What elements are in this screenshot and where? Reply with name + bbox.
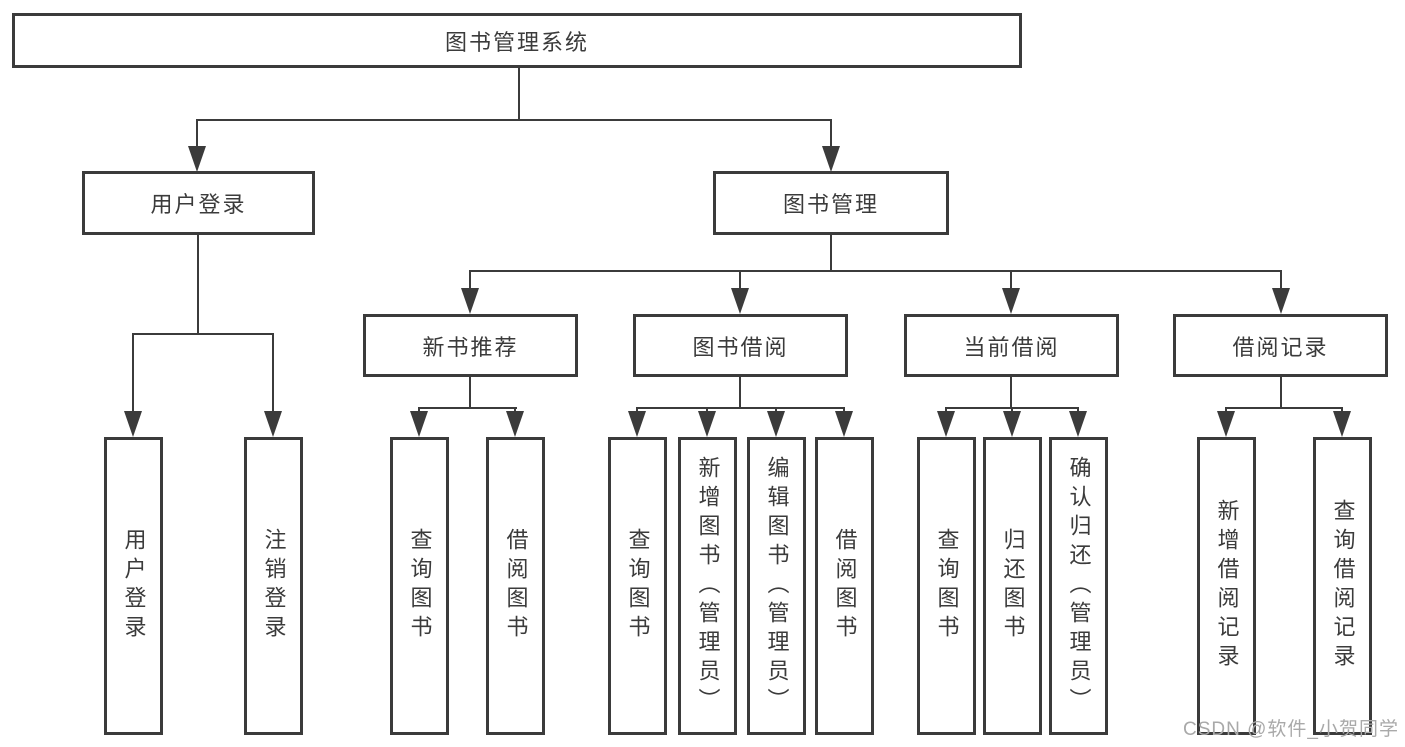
node-query-books-b: 查询图书: [608, 437, 667, 735]
edge-v: [830, 119, 832, 148]
node-user-login-leaf: 用户登录: [104, 437, 163, 735]
edge-h: [418, 407, 517, 409]
edge-h: [1225, 407, 1343, 409]
node-label: 查询借阅记录: [1330, 499, 1356, 673]
arrow-down-icon: [835, 411, 853, 437]
node-label: 注销登录: [261, 528, 287, 644]
node-label: 查询图书: [407, 528, 433, 644]
node-label: 借阅记录: [1232, 334, 1329, 360]
arrow-down-icon: [628, 411, 646, 437]
edge-h: [196, 119, 832, 121]
edge-v: [132, 333, 134, 413]
node-label: 图书管理系统: [444, 29, 589, 55]
node-label: 编辑图书（管理员）: [764, 455, 790, 717]
node-borrowing-records: 借阅记录: [1173, 314, 1388, 377]
edge-h: [469, 270, 1282, 272]
csdn-watermark: CSDN @软件_小贺同学: [1183, 719, 1399, 740]
node-return-books: 归还图书: [983, 437, 1042, 735]
edge-v: [1010, 270, 1012, 291]
node-library-system: 图书管理系统: [12, 13, 1022, 68]
edge-v: [272, 333, 274, 413]
edge-v: [197, 235, 199, 335]
arrow-down-icon: [1003, 411, 1021, 437]
arrow-down-icon: [1333, 411, 1351, 437]
node-book-borrowing: 图书借阅: [633, 314, 848, 377]
node-label: 新书推荐: [422, 334, 519, 360]
node-label: 查询图书: [625, 528, 651, 644]
arrow-down-icon: [264, 411, 282, 437]
arrow-down-icon: [822, 146, 840, 172]
edge-v: [739, 377, 741, 409]
arrow-down-icon: [1272, 288, 1290, 314]
arrow-down-icon: [410, 411, 428, 437]
node-label: 用户登录: [150, 192, 247, 217]
node-borrow-books-b: 借阅图书: [815, 437, 874, 735]
node-add-book-admin: 新增图书（管理员）: [678, 437, 737, 735]
node-user-login: 用户登录: [82, 171, 315, 235]
node-label: 图书管理: [782, 192, 879, 217]
edge-v: [469, 377, 471, 409]
edge-v: [1280, 270, 1282, 291]
node-label: 新增借阅记录: [1214, 499, 1240, 673]
arrow-down-icon: [698, 411, 716, 437]
edge-v: [196, 119, 198, 148]
node-book-management: 图书管理: [713, 171, 949, 235]
node-label: 用户登录: [121, 528, 147, 644]
node-borrow-books-a: 借阅图书: [486, 437, 545, 735]
node-label: 当前借阅: [963, 334, 1060, 360]
arrow-down-icon: [506, 411, 524, 437]
node-edit-book-admin: 编辑图书（管理员）: [747, 437, 806, 735]
arrow-down-icon: [937, 411, 955, 437]
node-confirm-return-admin: 确认归还（管理员）: [1049, 437, 1108, 735]
edge-v: [739, 270, 741, 291]
edge-h: [636, 407, 845, 409]
arrow-down-icon: [124, 411, 142, 437]
node-current-borrowing: 当前借阅: [904, 314, 1119, 377]
arrow-down-icon: [188, 146, 206, 172]
node-label: 查询图书: [934, 528, 960, 644]
arrow-down-icon: [731, 288, 749, 314]
node-label: 借阅图书: [503, 528, 529, 644]
edge-h: [132, 333, 274, 335]
node-label: 归还图书: [1000, 528, 1026, 644]
node-new-book-recommendation: 新书推荐: [363, 314, 578, 377]
edge-v: [518, 68, 520, 121]
edge-v: [469, 270, 471, 291]
node-query-borrow-record: 查询借阅记录: [1313, 437, 1372, 735]
edge-v: [830, 235, 832, 272]
node-label: 新增图书（管理员）: [695, 455, 721, 717]
node-label: 借阅图书: [832, 528, 858, 644]
node-query-books-c: 查询图书: [917, 437, 976, 735]
node-label: 图书借阅: [692, 334, 789, 360]
arrow-down-icon: [1069, 411, 1087, 437]
arrow-down-icon: [1002, 288, 1020, 314]
arrow-down-icon: [1217, 411, 1235, 437]
edge-v: [1010, 377, 1012, 409]
arrow-down-icon: [767, 411, 785, 437]
edge-v: [1280, 377, 1282, 409]
node-query-books-a: 查询图书: [390, 437, 449, 735]
node-logout: 注销登录: [244, 437, 303, 735]
node-label: 确认归还（管理员）: [1066, 455, 1092, 717]
arrow-down-icon: [461, 288, 479, 314]
node-add-borrow-record: 新增借阅记录: [1197, 437, 1256, 735]
